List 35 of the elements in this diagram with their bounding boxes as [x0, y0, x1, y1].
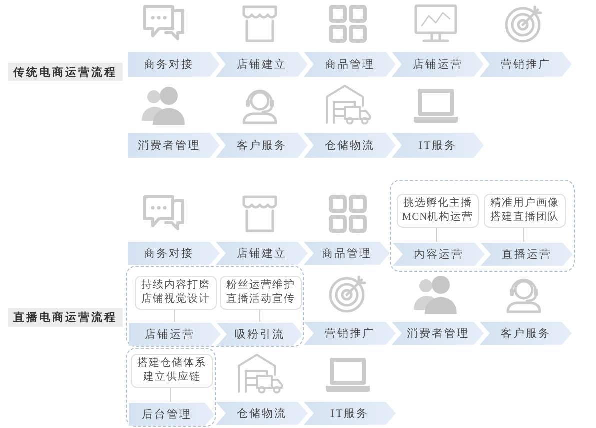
process-step: 消费者管理 — [392, 322, 484, 345]
dashed-group-box — [126, 266, 304, 347]
connector-line — [436, 226, 438, 242]
process-step: 客户服务 — [480, 322, 572, 345]
connector-line — [170, 386, 172, 402]
process-step: 吸粉引流 — [217, 323, 303, 346]
process-step: 商品管理 — [304, 242, 390, 265]
description-box: 搭建仓储体系建立供应链 — [131, 354, 213, 388]
process-step: 内容运营 — [393, 243, 485, 266]
dashed-group-box — [126, 348, 216, 427]
process-step: 店铺建立 — [216, 242, 308, 265]
process-step: 商品管理 — [304, 52, 396, 77]
process-step: 直播运营 — [481, 243, 573, 266]
section-label: 传统电商运营流程 — [8, 63, 123, 81]
dashed-group-box — [390, 180, 575, 272]
process-step: 仓储物流 — [216, 402, 308, 425]
connector-line — [174, 308, 176, 322]
process-step: IT服务 — [304, 402, 396, 425]
description-box: 精准用户画像搭建直播团队 — [484, 194, 566, 228]
process-step: 商务对接 — [128, 52, 220, 77]
description-box: 挑选孵化主播MCN机构运营 — [397, 194, 479, 228]
process-step: IT服务 — [392, 133, 484, 158]
process-step: 店铺运营 — [129, 323, 221, 346]
process-step: 营销推广 — [480, 52, 572, 77]
process-step: 消费者管理 — [128, 133, 220, 158]
process-step: 店铺建立 — [216, 52, 308, 77]
process-step: 客户服务 — [216, 133, 308, 158]
process-step: 店铺运营 — [392, 52, 484, 77]
process-step: 仓储物流 — [304, 133, 396, 158]
section-label: 直播电商运营流程 — [8, 308, 123, 327]
description-box: 持续内容打磨店铺视觉设计 — [135, 276, 217, 310]
process-step: 后台管理 — [129, 403, 215, 426]
process-step: 营销推广 — [304, 322, 396, 345]
process-step: 商务对接 — [128, 242, 220, 265]
description-box: 粉丝运营维护直播活动宣传 — [220, 276, 302, 310]
